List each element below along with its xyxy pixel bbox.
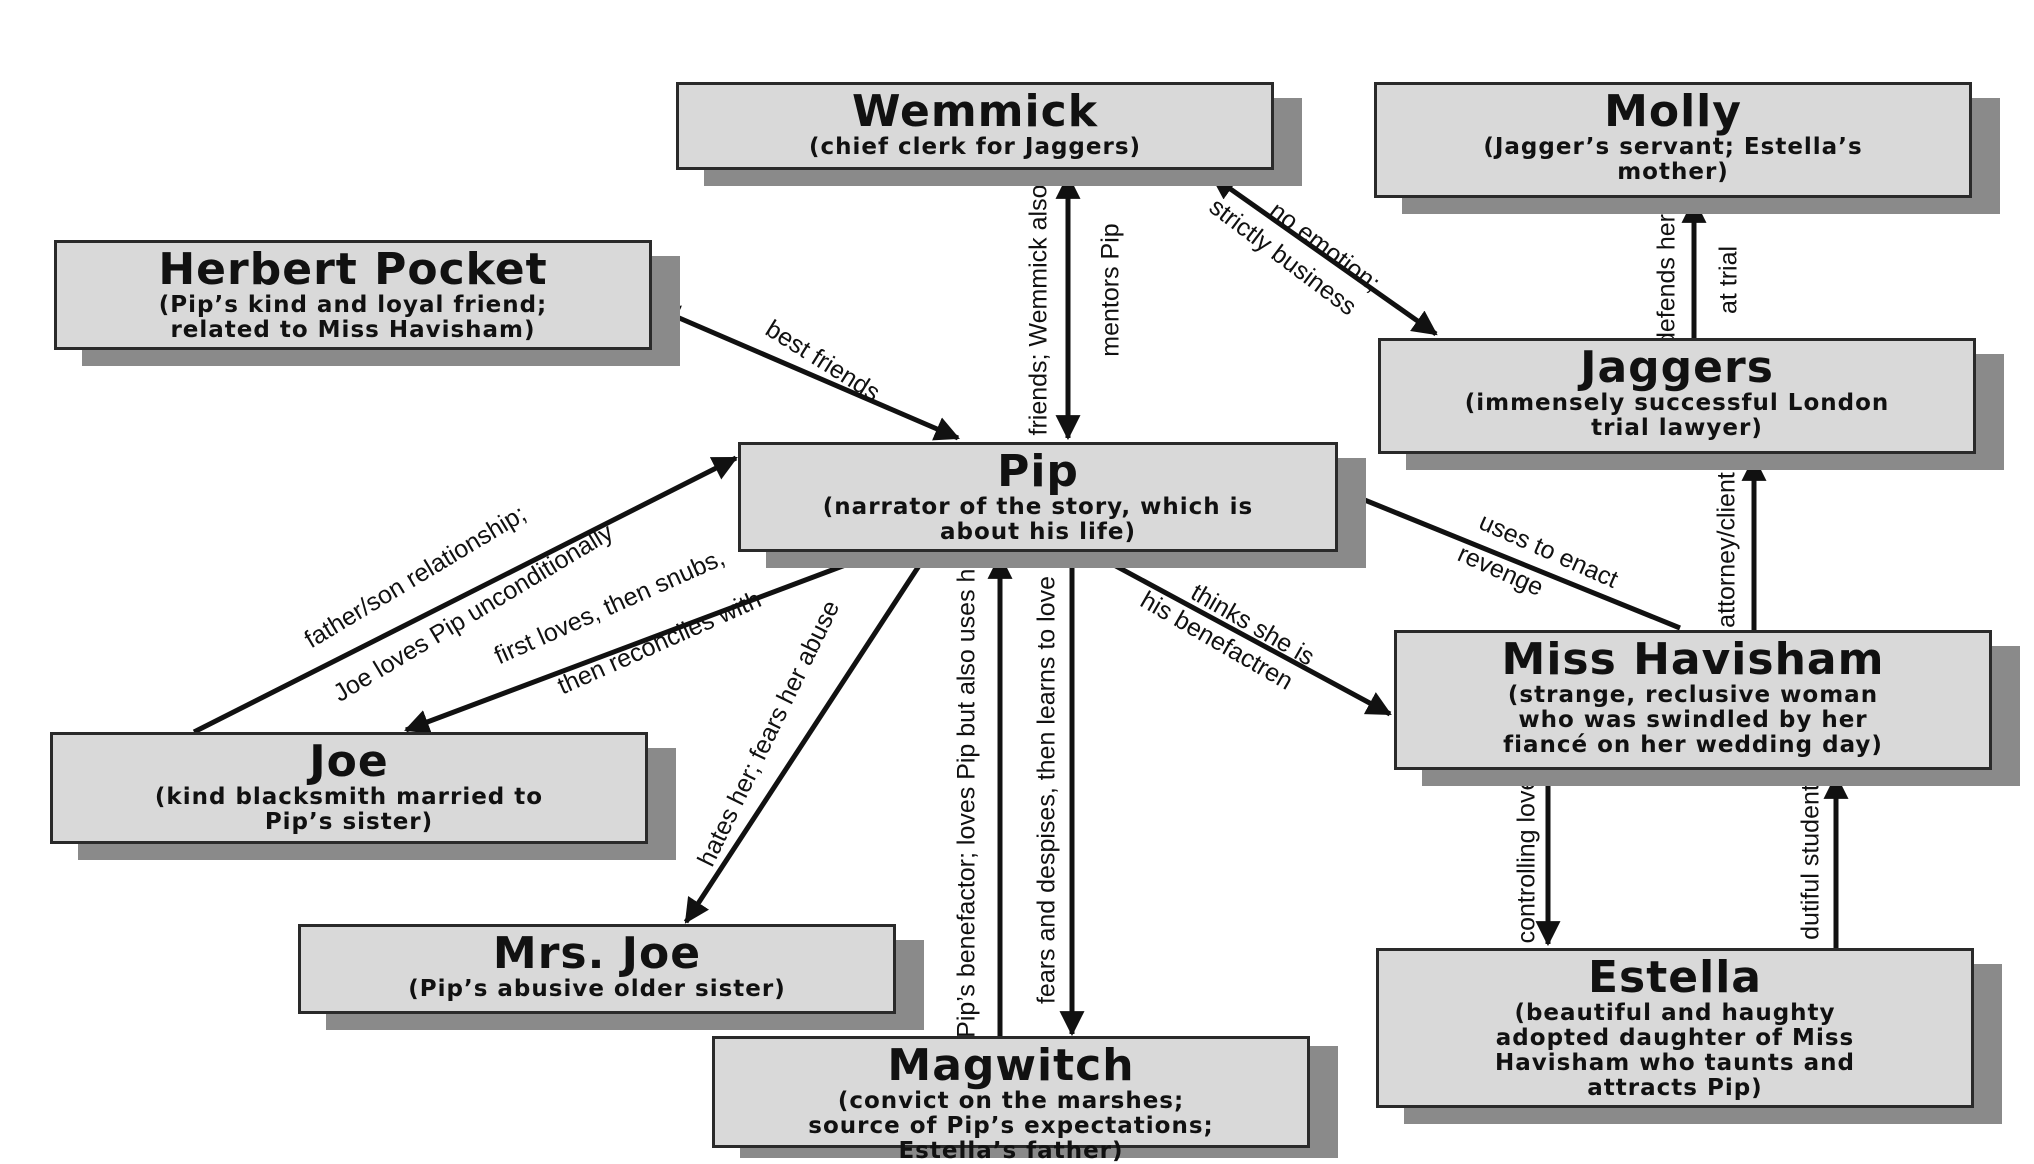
edge-label-havisham-jaggers: attorney/client	[1713, 472, 1741, 628]
node-description: (beautiful and haughty	[1514, 1000, 1836, 1026]
node-herbert-pocket: Herbert Pocket (Pip’s kind and loyal fri…	[54, 240, 652, 350]
node-title: Magwitch	[887, 1040, 1135, 1091]
node-title: Herbert Pocket	[158, 244, 548, 295]
node-description: Havisham who taunts and	[1495, 1050, 1855, 1076]
node-description: about his life)	[939, 519, 1136, 545]
node-description: trial lawyer)	[1591, 415, 1763, 441]
node-miss-havisham: Miss Havisham (strange, reclusive woman …	[1394, 630, 1992, 770]
node-title: Miss Havisham	[1501, 634, 1885, 685]
arrow-pip-mrsjoe	[683, 550, 931, 924]
node-description: (chief clerk for Jaggers)	[808, 134, 1142, 160]
node-description: (Pip’s kind and loyal friend;	[158, 292, 548, 318]
edge-label-pip-mrsjoe: hates her; fears her abuse	[692, 596, 845, 871]
node-title: Estella	[1588, 952, 1762, 1003]
edges-layer	[192, 173, 1849, 1037]
edge-label-wemmick-pip: mentors Pip	[1097, 223, 1125, 356]
node-title: Joe	[309, 736, 389, 787]
node-description: who was swindled by her	[1518, 707, 1868, 733]
edge-label-magwitch-pip: Pip’s benefactor; loves Pip but also use…	[953, 542, 981, 1038]
node-description: attracts Pip)	[1587, 1075, 1763, 1101]
node-joe: Joe (kind blacksmith married to Pip’s si…	[50, 732, 648, 844]
node-description: (kind blacksmith married to	[154, 784, 544, 810]
edge-label-pip-magwitch: fears and despises, then learns to love	[1033, 576, 1061, 1004]
node-description: Estella’s father)	[898, 1138, 1124, 1164]
arrow-wemmick-jaggers	[1210, 173, 1438, 337]
node-estella: Estella (beautiful and haughty adopted d…	[1376, 948, 1974, 1108]
node-description: source of Pip’s expectations;	[808, 1113, 1214, 1139]
edge-label-jaggers-molly: defends her	[1653, 214, 1681, 346]
node-description: adopted daughter of Miss	[1495, 1025, 1855, 1051]
arrow-herbert-pip	[654, 305, 960, 441]
node-mrs-joe: Mrs. Joe (Pip’s abusive older sister)	[298, 924, 896, 1014]
node-description: (Jagger’s servant; Estella’s	[1483, 134, 1863, 160]
edge-label-jaggers-molly: at trial	[1715, 246, 1743, 314]
node-title: Jaggers	[1580, 342, 1774, 393]
node-description: mother)	[1617, 159, 1729, 185]
edge-label-wemmick-pip: friends; Wemmick also	[1025, 185, 1053, 436]
edge-label-estella-havisham: dutiful student	[1797, 784, 1825, 940]
node-molly: Molly (Jagger’s servant; Estella’s mothe…	[1374, 82, 1972, 198]
arrow-joe-pip	[192, 455, 738, 735]
edge-label-havisham-estella: controlling love	[1513, 777, 1541, 944]
node-description: (strange, reclusive woman	[1507, 682, 1879, 708]
node-title: Wemmick	[852, 86, 1098, 137]
node-title: Molly	[1604, 86, 1742, 137]
node-title: Pip	[997, 446, 1079, 497]
node-pip: Pip (narrator of the story, which is abo…	[738, 442, 1338, 552]
node-magwitch: Magwitch (convict on the marshes; source…	[712, 1036, 1310, 1164]
arrow-pip-havisham	[1088, 549, 1392, 717]
node-title: Mrs. Joe	[492, 928, 702, 979]
node-wemmick: Wemmick (chief clerk for Jaggers)	[676, 82, 1274, 170]
arrow-pip-joe	[404, 549, 881, 734]
node-jaggers: Jaggers (immensely successful London tri…	[1378, 338, 1976, 454]
node-description: (narrator of the story, which is	[822, 494, 1254, 520]
node-description: fiancé on her wedding day)	[1503, 732, 1883, 758]
node-description: (Pip’s abusive older sister)	[408, 976, 786, 1002]
node-description: (immensely successful London	[1464, 390, 1890, 416]
node-description: (convict on the marshes;	[837, 1088, 1185, 1114]
node-description: related to Miss Havisham)	[170, 317, 536, 343]
node-description: Pip’s sister)	[264, 809, 434, 835]
arrow-havisham-pip	[1338, 487, 1681, 631]
